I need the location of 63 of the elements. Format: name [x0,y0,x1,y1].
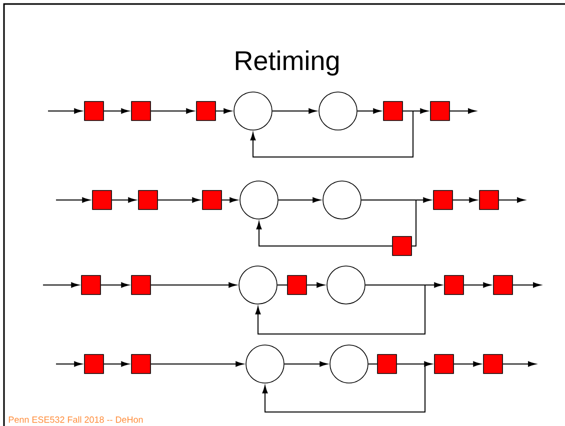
arrow [463,282,492,288]
register-box [383,101,403,121]
circle-node [246,344,284,384]
arrow [452,197,478,203]
circle-node [326,266,366,304]
connector-line [276,284,288,286]
arrow [502,361,536,367]
arrow [157,197,200,203]
arrow [221,197,238,203]
arrow [103,108,130,114]
arrow [103,361,130,367]
register-box [81,275,101,295]
circle-node [234,92,272,130]
register-box [430,101,450,121]
register-box [444,275,464,295]
title: Retiming [236,50,339,76]
register-box [196,101,216,121]
circle-node [330,344,368,384]
arrow [272,108,317,114]
arrow [278,197,321,203]
register-box [287,275,307,295]
arrow [256,221,393,246]
register-box [84,101,104,121]
register-box [377,354,397,374]
arrow [449,108,476,114]
register-box [483,354,503,374]
circle-node [240,180,278,220]
connector-line [360,200,416,246]
footer-text: Penn ESE532 Fall 2018 -- DeHon [8,416,143,423]
register-box [392,236,412,256]
register-box [493,275,513,295]
circle-node [238,266,278,304]
arrow [255,284,426,334]
arrow [150,108,194,114]
register-box [84,354,104,374]
arrow [48,108,82,114]
arrow [215,108,232,114]
register-box [434,354,454,374]
arrow [512,282,541,288]
arrow [284,361,328,367]
arrow [56,197,90,203]
register-box [479,190,499,210]
arrow [56,361,82,367]
arrow [111,197,136,203]
circle-node [322,180,362,220]
arrow [150,361,244,367]
arrow [306,282,325,288]
arrow [150,282,237,288]
arrow [100,282,130,288]
arrow [453,361,482,367]
arrow [356,108,382,114]
register-box [202,190,222,210]
register-box [433,190,453,210]
register-box [131,354,151,374]
register-box [131,101,151,121]
register-box [138,190,158,210]
arrow [262,364,426,412]
arrow [498,197,525,203]
arrow [42,282,80,288]
register-box [92,190,112,210]
circle-node [318,92,358,130]
register-box [131,275,151,295]
arrow [250,110,414,158]
